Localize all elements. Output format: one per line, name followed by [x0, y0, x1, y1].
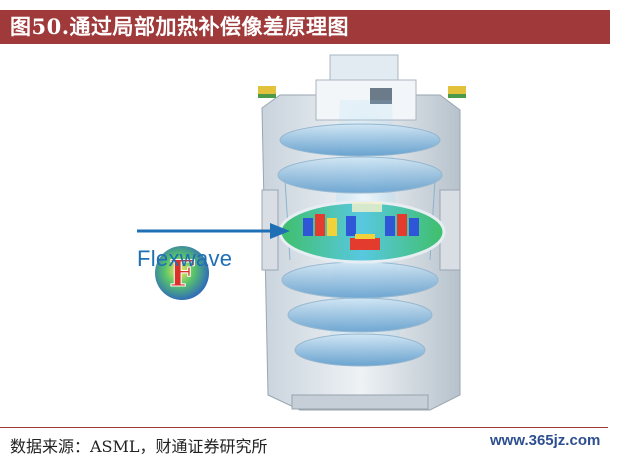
pointer-arrow — [137, 223, 290, 239]
lens-elements — [277, 123, 443, 367]
flexwave-logo: F — [155, 246, 209, 300]
flexwave-label: Flexwave — [137, 246, 233, 271]
watermark: www.365jz.com — [490, 432, 601, 449]
source-note: 数据来源：ASML，财通证券研究所 — [10, 437, 268, 456]
figure-illustration: F Flexwave — [0, 50, 640, 422]
flexwave-heat-element — [278, 200, 446, 264]
svg-text:F: F — [169, 253, 195, 295]
title-bar: 图50.通过局部加热补偿像差原理图 — [0, 10, 610, 44]
footer-rule — [0, 427, 608, 428]
figure-title: 图50.通过局部加热补偿像差原理图 — [10, 14, 350, 39]
